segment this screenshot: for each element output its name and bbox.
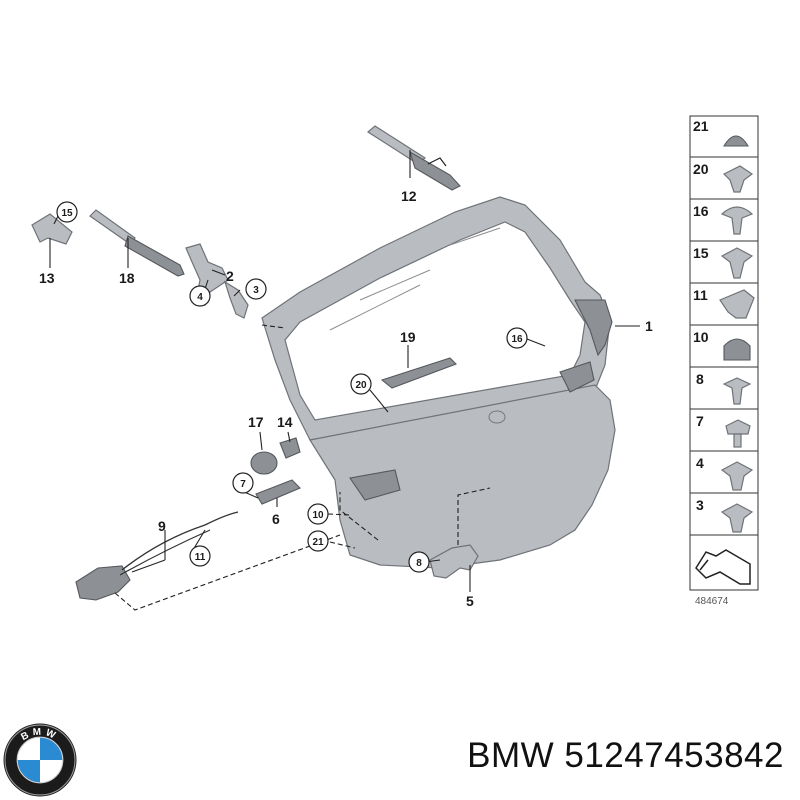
callout-circle-3: 3 [245,278,267,300]
legend-label-16: 16 [693,203,709,219]
part-number-caption: BMW 51247453842 [467,736,784,775]
svg-text:4: 4 [197,292,203,303]
callout-circle-4: 4 [189,285,211,307]
legend-label-11: 11 [693,287,708,303]
callout-2: 2 [226,268,234,284]
fastener-legend: 21 20 16 15 11 10 8 7 4 3 484674 [689,115,759,607]
callout-18: 18 [119,270,135,286]
callout-19: 19 [400,329,416,345]
legend-label-21: 21 [693,118,709,134]
strut-18 [89,209,185,277]
callouts: 1 2 5 6 9 12 13 14 17 18 19 [39,188,653,609]
legend-label-15: 15 [693,245,709,261]
bracket-13 [31,213,73,245]
strut-12 [366,125,461,191]
svg-text:7: 7 [240,479,246,490]
callout-circle-10: 10 [307,503,329,525]
circled-callouts: 15 4 3 16 20 7 10 21 11 8 [56,201,528,573]
callout-1: 1 [645,318,653,334]
callout-circle-21: 21 [307,530,329,552]
svg-text:10: 10 [312,510,324,521]
callout-14: 14 [277,414,293,430]
callout-circle-7: 7 [232,472,254,494]
callout-6: 6 [272,511,280,527]
legend-label-20: 20 [693,161,709,177]
svg-text:21: 21 [312,537,324,548]
legend-label-10: 10 [693,329,709,345]
svg-text:11: 11 [195,552,206,563]
svg-text:16: 16 [511,334,523,345]
switch-6 [255,479,301,505]
hinge-2 [185,243,249,319]
callout-9: 9 [158,518,166,534]
leader-lines [49,150,640,611]
bmw-logo: BMW [3,723,77,797]
callout-circle-11: 11 [189,545,211,567]
callout-5: 5 [466,593,474,609]
svg-text:20: 20 [355,380,367,391]
callout-circle-8: 8 [408,551,430,573]
callout-12: 12 [401,188,417,204]
callout-13: 13 [39,270,55,286]
buffer-14 [279,437,301,459]
legend-label-3: 3 [696,497,704,513]
tailgate-part [261,196,616,569]
legend-label-4: 4 [696,455,704,471]
callout-circle-20: 20 [350,373,372,395]
callout-17: 17 [248,414,264,430]
diagram-id: 484674 [695,596,729,607]
callout-circle-15: 15 [56,201,78,223]
arrow-symbol-icon [695,549,751,585]
legend-label-7: 7 [696,413,704,429]
handle-19 [380,357,457,389]
svg-text:8: 8 [416,558,422,569]
callout-circle-16: 16 [506,327,528,349]
svg-text:3: 3 [253,285,259,296]
lock-9 [75,511,239,601]
legend-label-8: 8 [696,371,704,387]
svg-text:15: 15 [61,208,73,219]
buffer-17 [250,451,278,475]
